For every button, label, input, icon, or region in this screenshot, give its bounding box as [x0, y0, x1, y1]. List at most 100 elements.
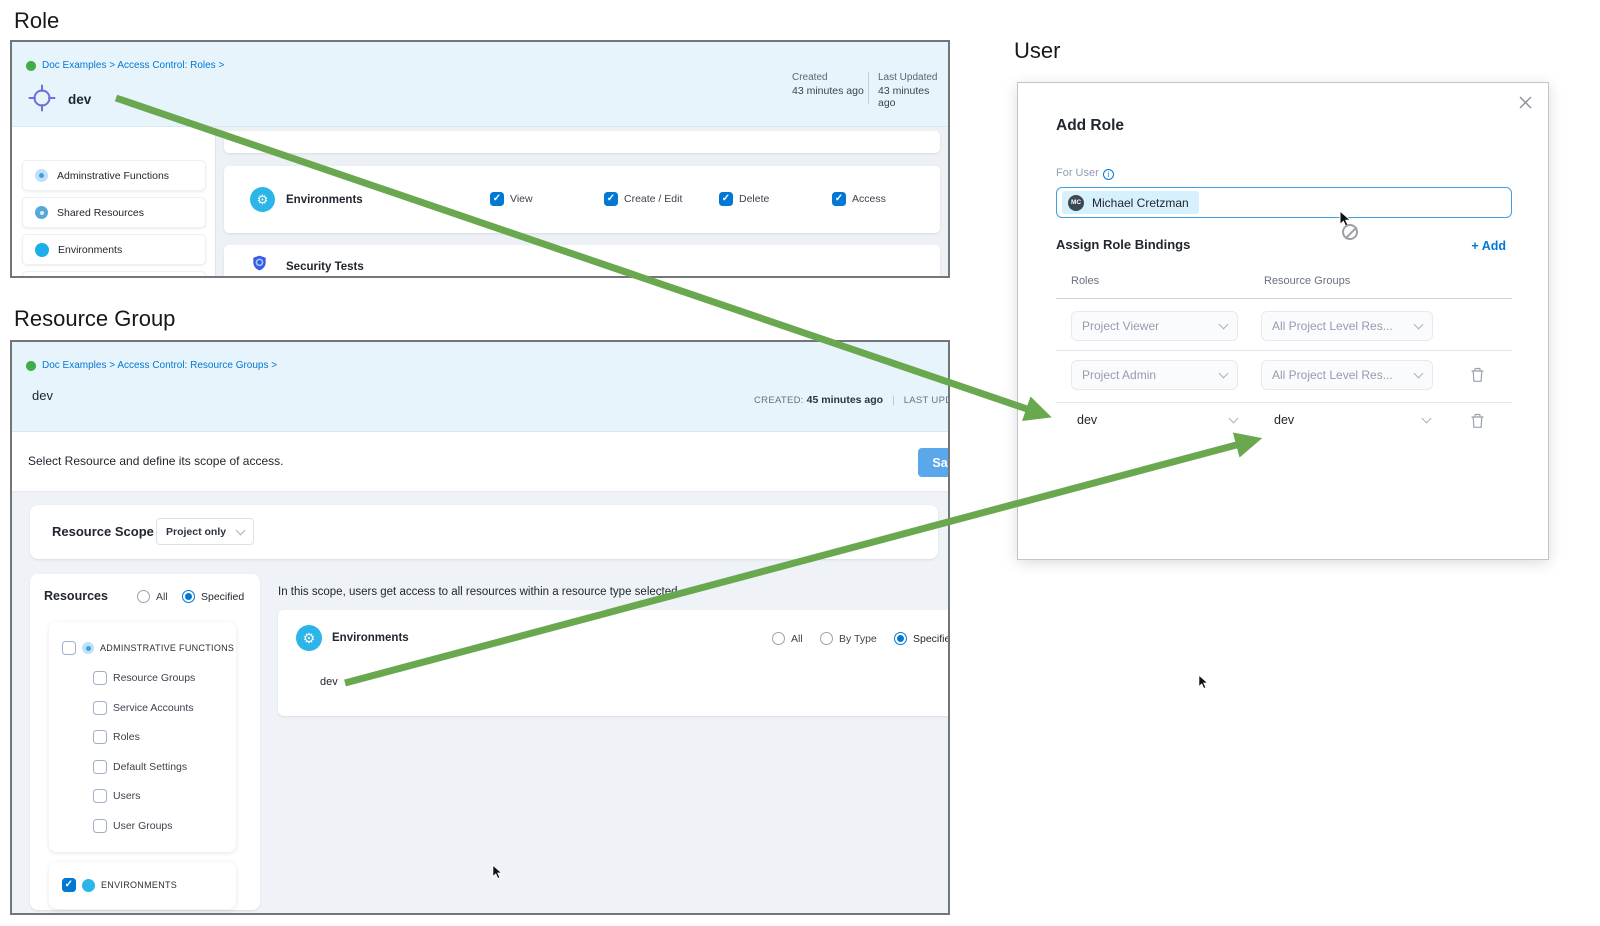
avatar: MC	[1068, 194, 1084, 211]
tree-item-resource-groups[interactable]: Resource Groups	[93, 671, 195, 685]
radio-icon[interactable]	[820, 632, 833, 645]
role-dropdown-1[interactable]: Project Viewer	[1071, 311, 1238, 341]
environments-checkbox-row[interactable]: ENVIRONMENTS	[62, 878, 177, 892]
mouse-cursor	[492, 864, 504, 885]
checkbox-access[interactable]: Access	[832, 192, 886, 206]
role-target-icon	[28, 84, 56, 117]
admin-functions-checkbox-row[interactable]: ADMINSTRATIVE FUNCTIONS	[62, 641, 234, 655]
breadcrumb[interactable]: Doc Examples > Access Control: Resource …	[26, 360, 277, 371]
checkbox-icon[interactable]	[832, 192, 846, 206]
user-chip-name: Michael Cretzman	[1092, 195, 1189, 210]
checkbox-delete[interactable]: Delete	[719, 192, 769, 206]
resource-group-dropdown-3[interactable]: dev	[1274, 413, 1432, 427]
scope-radio-by-type[interactable]: By Type	[820, 632, 877, 645]
checkbox-icon[interactable]	[604, 192, 618, 206]
scope-radio-specified[interactable]: Specified	[894, 632, 948, 645]
security-tests-shield-icon	[252, 255, 267, 276]
resource-group-dropdown-2[interactable]: All Project Level Res...	[1261, 360, 1433, 390]
checkbox-icon[interactable]	[62, 641, 76, 655]
meta-separator: |	[892, 394, 895, 406]
divider	[1056, 350, 1512, 351]
checkbox-view[interactable]: View	[490, 192, 533, 206]
chevron-down-icon	[235, 525, 246, 535]
add-role-modal: Add Role For User MC Michael Cretzman As…	[1017, 82, 1549, 560]
environments-group: ENVIRONMENTS	[49, 862, 236, 909]
chevron-down-icon	[1218, 368, 1229, 379]
checkbox-label: Create / Edit	[624, 193, 683, 205]
environments-scope-card: ⚙ Environments All By Type Specified dev	[278, 610, 948, 716]
delete-binding-icon[interactable]	[1470, 367, 1485, 388]
tree-item-label: Resource Groups	[113, 672, 196, 684]
created-label: CREATED:	[754, 395, 804, 406]
radio-icon[interactable]	[894, 632, 907, 645]
add-binding-button[interactable]: + Add	[1471, 239, 1506, 253]
role-panel: Doc Examples > Access Control: Roles > d…	[10, 40, 950, 278]
chevron-down-icon	[1218, 319, 1229, 330]
chevron-down-icon	[1228, 413, 1239, 424]
for-user-label: For User	[1056, 167, 1114, 180]
delete-binding-icon[interactable]	[1470, 413, 1485, 434]
resource-group-panel: Doc Examples > Access Control: Resource …	[10, 340, 950, 915]
tree-item-label: Default Settings	[113, 761, 188, 773]
resource-group-section-label: Resource Group	[14, 306, 176, 331]
role-permissions-area: ⚙ Environments View Create / Edit Delete…	[216, 127, 948, 276]
permission-row-environments: ⚙ Environments View Create / Edit Delete…	[224, 166, 940, 233]
tree-item-roles[interactable]: Roles	[93, 730, 140, 744]
checkbox-create-edit[interactable]: Create / Edit	[604, 192, 682, 206]
selected-resource-dev: dev	[320, 676, 338, 688]
no-drop-cursor-icon	[1342, 224, 1358, 240]
breadcrumb[interactable]: Doc Examples > Access Control: Roles >	[26, 60, 224, 71]
radio-icon[interactable]	[137, 590, 150, 603]
checkbox-icon[interactable]	[93, 819, 107, 833]
checkbox-icon[interactable]	[93, 730, 107, 744]
info-icon	[1102, 169, 1114, 180]
role-name: dev	[68, 92, 92, 107]
breadcrumb-text[interactable]: Doc Examples > Access Control: Roles >	[42, 60, 225, 71]
chevron-down-icon	[1421, 413, 1432, 424]
dropdown-value: dev	[1274, 413, 1295, 427]
dropdown-value: All Project Level Res...	[1272, 319, 1393, 333]
updated-label: LAST UPD	[903, 395, 950, 406]
close-icon[interactable]	[1518, 95, 1533, 115]
sidebar-item-administrative-functions[interactable]: Adminstrative Functions	[22, 160, 206, 191]
checkbox-icon[interactable]	[719, 192, 733, 206]
project-dot-icon	[26, 360, 36, 371]
sidebar-item-partial[interactable]	[22, 271, 206, 276]
permission-resource-label: Environments	[286, 194, 363, 206]
tree-item-default-settings[interactable]: Default Settings	[93, 760, 187, 774]
scope-radio-all[interactable]: All	[772, 632, 803, 645]
mouse-cursor	[1198, 674, 1210, 695]
sidebar-item-shared-resources[interactable]: Shared Resources	[22, 197, 206, 228]
checkbox-icon[interactable]	[93, 789, 107, 803]
checkbox-icon[interactable]	[93, 671, 107, 685]
dropdown-value: Project Admin	[1082, 368, 1157, 382]
checkbox-icon[interactable]	[490, 192, 504, 206]
role-dropdown-3[interactable]: dev	[1077, 413, 1239, 427]
radio-icon[interactable]	[772, 632, 785, 645]
user-select-input[interactable]: MC Michael Cretzman	[1056, 187, 1512, 218]
tree-item-users[interactable]: Users	[93, 789, 140, 803]
resource-scope-dropdown[interactable]: Project only	[156, 518, 254, 545]
radio-label: All	[156, 590, 168, 603]
created-value: 45 minutes ago	[806, 394, 884, 406]
radio-icon[interactable]	[182, 590, 195, 603]
resources-radio-all[interactable]: All	[137, 590, 168, 603]
tree-item-user-groups[interactable]: User Groups	[93, 819, 173, 833]
resource-group-header: Doc Examples > Access Control: Resource …	[12, 342, 948, 432]
resource-scope-label: Resource Scope	[52, 524, 154, 539]
save-button[interactable]: Save	[918, 448, 948, 477]
resources-radio-specified[interactable]: Specified	[182, 590, 244, 603]
checkbox-icon[interactable]	[93, 701, 107, 715]
resource-group-dropdown-1[interactable]: All Project Level Res...	[1261, 311, 1433, 341]
breadcrumb-text[interactable]: Doc Examples > Access Control: Resource …	[42, 360, 278, 371]
sidebar-item-environments[interactable]: Environments	[22, 234, 206, 265]
chevron-down-icon	[1413, 368, 1424, 379]
instruction-text: Select Resource and define its scope of …	[28, 454, 284, 468]
checkbox-icon[interactable]	[62, 878, 76, 892]
resource-scope-value: Project only	[166, 525, 227, 538]
tree-item-service-accounts[interactable]: Service Accounts	[93, 701, 194, 715]
user-chip: MC Michael Cretzman	[1062, 191, 1199, 214]
environments-scope-label: Environments	[332, 632, 409, 644]
role-dropdown-2[interactable]: Project Admin	[1071, 360, 1238, 390]
checkbox-icon[interactable]	[93, 760, 107, 774]
